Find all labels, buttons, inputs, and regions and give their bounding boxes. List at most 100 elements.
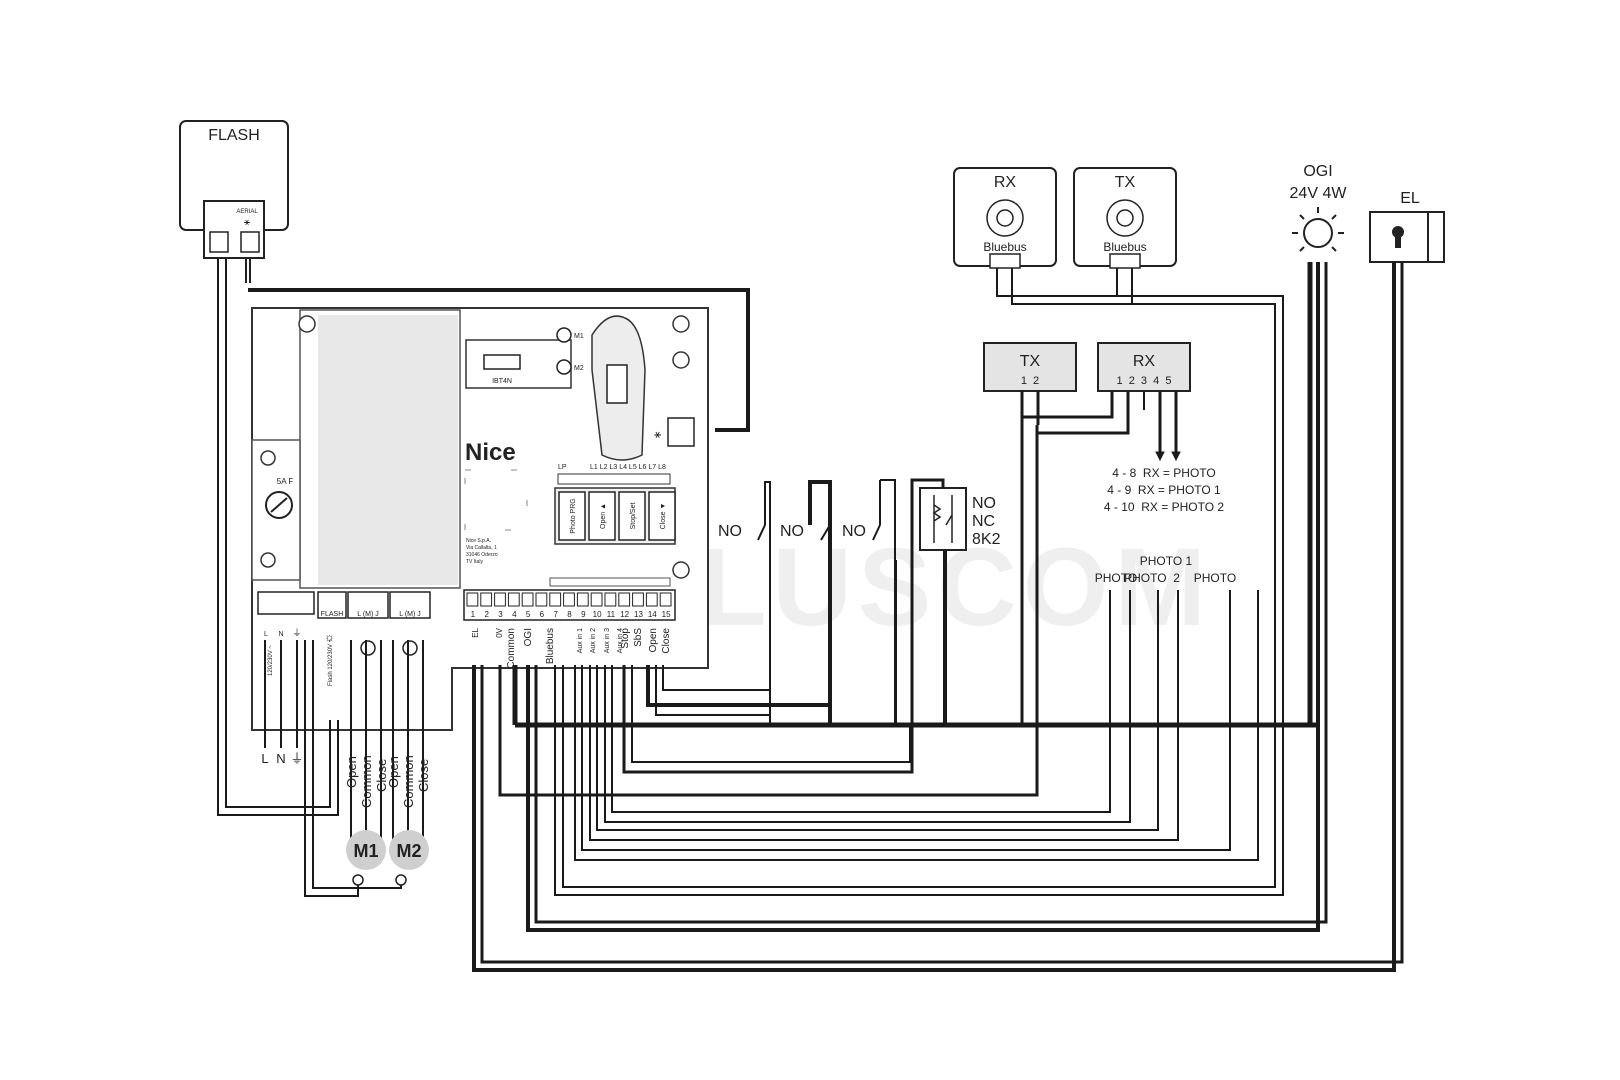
wire <box>562 268 1276 888</box>
photo1-label: PHOTO 1 <box>1140 554 1193 568</box>
wire <box>304 640 359 897</box>
wire <box>622 478 945 774</box>
m2-block-label: L (M) J <box>399 611 421 618</box>
photo-tx-title: TX <box>1020 353 1041 370</box>
terminal-label: Aux in 1 <box>577 628 584 653</box>
flash-bulb-icon: ☼ <box>324 630 335 644</box>
terminal-number: 12 <box>620 610 629 619</box>
module-label: IBT4N <box>492 378 512 385</box>
wire <box>757 524 766 541</box>
terminal-cell <box>645 592 658 607</box>
m2-wire-open: Open <box>386 756 401 788</box>
ogi-lamp: OGI 24V 4W <box>1290 163 1348 252</box>
m1-symbol-icon <box>360 640 376 656</box>
board-n-label: N <box>278 631 283 638</box>
flash-aerial-label: AERIAL <box>236 209 258 215</box>
wire <box>472 262 1396 972</box>
switch-multi-no: NO <box>972 495 996 512</box>
photo2-label: PHOTO 2 <box>1124 571 1180 585</box>
arrow-down-icon <box>1155 451 1165 462</box>
company-line-1: Nice S.p.A. <box>466 538 491 544</box>
wire <box>581 590 1231 851</box>
wire <box>589 590 1179 841</box>
m1-terminal-block <box>347 591 389 619</box>
wire <box>596 590 1159 831</box>
wire <box>820 524 831 541</box>
terminal-cell <box>494 592 506 607</box>
terminal-cell <box>659 592 672 607</box>
terminal-number: 1 <box>471 610 476 619</box>
photo-tx-terms: 1 2 <box>1021 375 1039 387</box>
m2-led-label: M2 <box>574 365 584 372</box>
m1-block-label: L (M) J <box>357 611 379 618</box>
rx-top-title: RX <box>994 174 1017 191</box>
terminal-cell <box>590 592 603 607</box>
wire <box>604 590 1131 823</box>
board-earth-label: ⏚ <box>292 628 301 638</box>
mains-l-label: L <box>261 751 268 766</box>
flash-title: FLASH <box>208 127 260 144</box>
terminal-cell <box>618 592 631 607</box>
terminal-number: 2 <box>484 610 489 619</box>
control-board: 5A F Nice Nice S.p.A. Via Callalta, 1 31… <box>251 307 709 731</box>
rx-top-bus: Bluebus <box>983 240 1026 254</box>
m1-wire-common: Common <box>359 755 374 808</box>
wire <box>611 590 1111 813</box>
flash-terminal-block <box>317 591 347 619</box>
terminal-number: 4 <box>512 610 517 619</box>
switch-no-3-label: NO <box>842 523 866 540</box>
m2-wire-common: Common <box>401 755 416 808</box>
terminal-number: 9 <box>581 610 586 619</box>
m2-terminal-block <box>389 591 431 619</box>
company-line-3: 31046 Oderzo <box>466 552 498 558</box>
arrow-down-icon <box>1171 451 1181 462</box>
wire <box>872 524 881 541</box>
flash-device: FLASH AERIAL ⚹ <box>179 120 289 283</box>
button-photo-prg <box>558 491 586 541</box>
flash-supply-text: Flash 120/230V ~ <box>328 638 334 686</box>
terminal-label: Aux in 3 <box>604 628 611 653</box>
rx-bluebus-device: RX Bluebus <box>953 167 1057 269</box>
mains-terminal-block <box>257 591 315 615</box>
m2-symbol-icon <box>402 640 418 656</box>
switch-no-1-label: NO <box>718 523 742 540</box>
terminal-label: Open <box>648 628 659 652</box>
button-stop-set-label: Stop/Set <box>630 503 637 530</box>
terminal-number: 7 <box>553 610 558 619</box>
fuse-label: 5A F <box>277 477 294 486</box>
ogi-spec: 24V 4W <box>1290 185 1348 202</box>
wire <box>526 262 1320 932</box>
electric-lock: EL <box>1369 190 1445 263</box>
photo-note-1: 4 - 8 RX = PHOTO <box>1112 466 1215 480</box>
tx-top-title: TX <box>1115 174 1136 191</box>
wire <box>217 258 339 816</box>
terminal-cell <box>632 592 644 607</box>
led-labels: L1 L2 L3 L4 L5 L6 L7 L8 <box>590 464 666 471</box>
board-buttons: Photo PRG Open ▲ Stop/Set Close ▼ <box>558 491 676 541</box>
board-l-label: L <box>264 631 268 638</box>
wire <box>480 262 1404 964</box>
terminal-number: 15 <box>662 610 671 619</box>
el-title: EL <box>1400 190 1420 207</box>
terminal-number: 11 <box>607 610 616 619</box>
wire <box>574 590 1259 861</box>
motor-m1-label: M1 <box>353 841 378 861</box>
motor-m2-label: M2 <box>396 841 421 861</box>
terminal-label: Close <box>661 628 672 654</box>
m1-wire-open: Open <box>344 756 359 788</box>
switch-multi-nc: NC <box>972 513 995 530</box>
m1-wire-close: Close <box>374 759 389 792</box>
lamp-icon <box>1303 218 1333 248</box>
m2-wire-close: Close <box>416 759 431 792</box>
tx-top-bus: Bluebus <box>1103 240 1146 254</box>
terminal-number: 14 <box>648 610 657 619</box>
wire <box>312 640 402 889</box>
board-antenna-icon: ⚹ <box>654 427 661 441</box>
button-open <box>588 491 616 541</box>
wire <box>498 425 1039 797</box>
lp-label: LP <box>558 464 567 471</box>
wire <box>225 258 331 808</box>
terminal-cell <box>604 592 617 607</box>
button-photo-prg-label: Photo PRG <box>570 498 577 533</box>
